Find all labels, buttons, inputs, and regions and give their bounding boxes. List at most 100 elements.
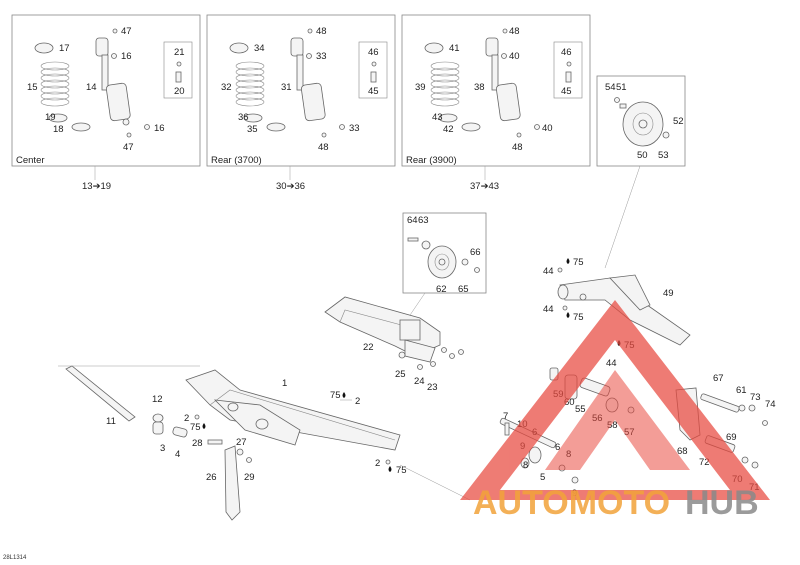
label: 68: [677, 446, 688, 457]
label: 51: [616, 82, 627, 93]
label: 17: [59, 43, 70, 54]
label: 75: [573, 257, 584, 268]
label: 47: [121, 26, 132, 37]
label: 75: [330, 390, 341, 401]
range-center: 13➔19: [82, 181, 111, 192]
range-rear-3700: 30➔36: [276, 181, 305, 192]
label: 75: [573, 312, 584, 323]
label: 52: [673, 116, 684, 127]
label: 28: [192, 438, 203, 449]
label: 48: [509, 26, 520, 37]
label: 45: [368, 86, 379, 97]
label: 16: [121, 51, 132, 62]
center-shock-box: Center 17 15 14 47 16 21 20 19 18 16 47: [11, 14, 201, 167]
label: 3: [160, 443, 165, 454]
label: 34: [254, 43, 265, 54]
label: 24: [414, 376, 425, 387]
label: 75: [190, 422, 201, 433]
label: 18: [53, 124, 64, 135]
watermark-logo: [460, 300, 770, 500]
watermark-text-hub: HUB: [685, 484, 759, 522]
label: 66: [470, 247, 481, 258]
label: 26: [206, 472, 217, 483]
tube-11: 11: [58, 365, 200, 427]
grease-drop-icon: [566, 258, 570, 264]
label: 53: [658, 150, 669, 161]
label: 44: [606, 358, 617, 369]
label: 55: [575, 404, 586, 415]
label: 46: [368, 47, 379, 58]
label: 20: [174, 86, 185, 97]
label: 6: [555, 442, 560, 453]
label: 74: [765, 399, 776, 410]
label: 44: [543, 266, 554, 277]
label: 19: [45, 112, 56, 123]
label: 25: [395, 369, 406, 380]
label: 2: [184, 413, 189, 424]
label: 72: [699, 457, 710, 468]
rear-3700-shock-box: Rear (3700) 34 32 31 48 33 46 45 36 35 3…: [206, 14, 396, 167]
label: 32: [221, 82, 232, 93]
idler-wheel-box: 54 51 52 53 50: [596, 75, 686, 167]
label: 36: [238, 112, 249, 123]
watermark-text: AUTOMOTO HUB: [473, 484, 759, 522]
label: 75: [396, 465, 407, 476]
label: 15: [27, 82, 38, 93]
rail-frame-1: 1: [185, 369, 401, 451]
label: 1: [282, 378, 287, 389]
label: 65: [458, 284, 469, 295]
label: 45: [561, 86, 572, 97]
label: 43: [432, 112, 443, 123]
label: 42: [443, 124, 454, 135]
label: 54: [605, 82, 616, 93]
label: 14: [86, 82, 97, 93]
label: 48: [318, 142, 329, 153]
label: 8: [523, 460, 528, 471]
label: 27: [236, 437, 247, 448]
label: 4: [175, 449, 180, 460]
spring-icon: [430, 61, 460, 107]
label: 60: [564, 397, 575, 408]
lever-26: 28 27 26 29: [192, 437, 255, 521]
label: 29: [244, 472, 255, 483]
label: 35: [247, 124, 258, 135]
label: 2: [375, 458, 380, 469]
rear-arm-49: 49: [557, 274, 691, 346]
label: 39: [415, 82, 426, 93]
label: 44: [543, 304, 554, 315]
label: 67: [713, 373, 724, 384]
label: 49: [663, 288, 674, 299]
label: 73: [750, 392, 761, 403]
box-title-center: Center: [16, 155, 45, 166]
label: 2: [355, 396, 360, 407]
grease-drop-icon: [566, 312, 570, 318]
spring-icon: [235, 61, 265, 107]
label: 69: [726, 432, 737, 443]
label: 7: [503, 411, 508, 422]
label: 40: [542, 123, 553, 134]
label: 16: [154, 123, 165, 134]
range-rear-3900: 37➔43: [470, 181, 499, 192]
label: 48: [512, 142, 523, 153]
label: 62: [436, 284, 447, 295]
label: 50: [637, 150, 648, 161]
label: 64: [407, 215, 418, 226]
label: 12: [152, 394, 163, 405]
label: 11: [106, 416, 116, 427]
spring-icon: [40, 61, 70, 107]
grease-drop-icon: [342, 392, 346, 398]
label: 5: [540, 472, 545, 483]
label: 47: [123, 142, 134, 153]
label: 33: [316, 51, 327, 62]
cross-member-22: 22 25 24 23: [324, 296, 464, 393]
label: 41: [449, 43, 460, 54]
label: 23: [427, 382, 438, 393]
box-title-rear-3700: Rear (3700): [211, 155, 262, 166]
label: 21: [174, 47, 185, 58]
label: 22: [363, 342, 374, 353]
grease-drop-icon: [388, 466, 392, 472]
label: 58: [607, 420, 618, 431]
watermark-triangle-icon: [460, 300, 770, 500]
label: 48: [316, 26, 327, 37]
